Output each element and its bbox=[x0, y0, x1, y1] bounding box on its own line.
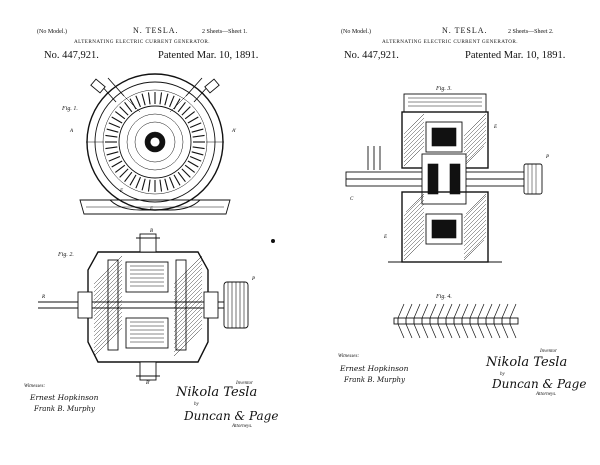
figure-2-section-view: R P B B' bbox=[38, 229, 255, 386]
patent-number: No. 447,921. bbox=[44, 50, 99, 61]
by-label: by bbox=[500, 372, 505, 377]
witness-signature: Frank B. Murphy bbox=[344, 376, 405, 384]
patent-date: Patented Mar. 10, 1891. bbox=[465, 50, 566, 61]
patent-number: No. 447,921. bbox=[344, 50, 399, 61]
registration-dot bbox=[271, 239, 275, 243]
svg-text:E: E bbox=[383, 235, 387, 240]
inventor-name: N. TESLA. bbox=[133, 26, 179, 35]
stator-teeth bbox=[105, 92, 205, 192]
attorneys-signature: Duncan & Page bbox=[492, 377, 587, 391]
inventor-signature: Nikola Tesla bbox=[486, 355, 568, 370]
patent-title: ALTERNATING ELECTRIC CURRENT GENERATOR. bbox=[74, 39, 210, 45]
witness-signature: Ernest Hopkinson bbox=[340, 364, 409, 373]
inventor-name: N. TESLA. bbox=[442, 26, 488, 35]
svg-text:P: P bbox=[251, 277, 255, 282]
patent-title: ALTERNATING ELECTRIC CURRENT GENERATOR. bbox=[382, 39, 518, 45]
svg-text:E: E bbox=[493, 125, 497, 130]
winding-conductors bbox=[397, 303, 517, 324]
figure-label: Fig. 3. bbox=[436, 86, 452, 92]
figure-3-cross-section: E P C E bbox=[345, 93, 549, 263]
attorneys-label: Attorneys. bbox=[536, 392, 557, 397]
figure-label: Fig. 2. bbox=[58, 252, 74, 258]
svg-text:P: P bbox=[545, 155, 549, 160]
witness-signature: Ernest Hopkinson bbox=[30, 393, 99, 402]
figure-4-winding-diagram bbox=[393, 303, 519, 339]
section-hatching bbox=[403, 193, 487, 261]
patent-sheet-2: (No Model.) N. TESLA. 2 Sheets—Sheet 2. … bbox=[300, 0, 600, 465]
sheet-count: 2 Sheets—Sheet 2. bbox=[508, 29, 554, 35]
witness-signature: Frank B. Murphy bbox=[34, 405, 95, 413]
model-note: (No Model.) bbox=[37, 29, 67, 35]
attorneys-signature: Duncan & Page bbox=[184, 409, 279, 423]
svg-text:A: A bbox=[69, 129, 74, 134]
figure-label: Fig. 4. bbox=[436, 294, 452, 300]
figure-1-end-view: A A' F F bbox=[69, 73, 237, 215]
inventor-signature: Nikola Tesla bbox=[176, 385, 258, 400]
svg-text:F: F bbox=[149, 207, 154, 212]
figure-label: Fig. 1. bbox=[62, 106, 78, 112]
section-hatching bbox=[403, 113, 487, 167]
svg-text:B: B bbox=[150, 229, 153, 234]
patent-sheet-1: (No Model.) N. TESLA. 2 Sheets—Sheet 1. … bbox=[24, 26, 279, 430]
witnesses-label: Witnesses: bbox=[24, 384, 46, 389]
svg-text:F: F bbox=[119, 189, 124, 194]
svg-text:A': A' bbox=[231, 129, 237, 134]
inventor-label: Inventor bbox=[540, 349, 557, 354]
svg-text:C: C bbox=[350, 197, 354, 202]
patent-date: Patented Mar. 10, 1891. bbox=[158, 50, 259, 61]
attorneys-label: Attorneys. bbox=[232, 424, 253, 429]
model-note: (No Model.) bbox=[341, 29, 371, 35]
by-label: by bbox=[194, 402, 199, 407]
winding-conductors bbox=[397, 323, 517, 339]
witnesses-label: Witnesses: bbox=[338, 354, 360, 359]
svg-text:B': B' bbox=[146, 381, 151, 386]
sheet-count: 2 Sheets—Sheet 1. bbox=[202, 29, 248, 35]
inventor-label: Inventor bbox=[236, 381, 253, 386]
svg-text:R: R bbox=[41, 295, 45, 300]
